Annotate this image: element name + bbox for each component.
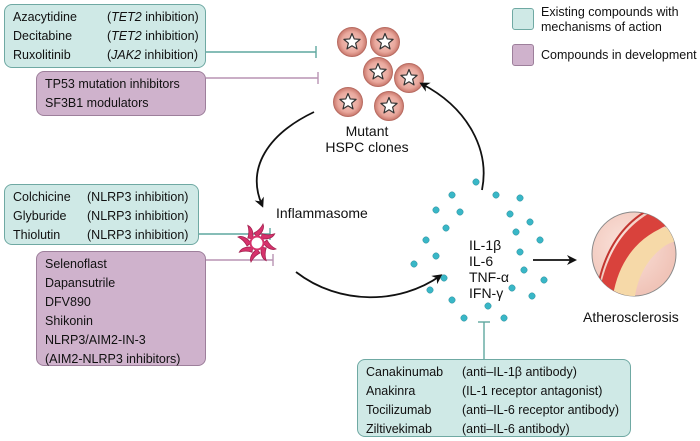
inflammasome-development-compounds-box: Selenoflast Dapansutrile DFV890 Shikonin…	[36, 251, 206, 366]
cytokine-il6: IL-6	[469, 253, 494, 269]
inflammasome-dev-item: DFV890	[45, 295, 91, 309]
hspc-compound-row: Ruxolitinib (JAK2 inhibition)	[13, 48, 199, 62]
hspc-compound-row: Azacytidine (TET2 inhibition)	[13, 10, 199, 24]
cytokine-dot	[460, 314, 468, 322]
hspc-cell	[374, 91, 404, 121]
inhibition-line-existing-cytokines	[478, 321, 490, 359]
cytokine-dot	[536, 236, 544, 244]
cytokine-dot	[516, 248, 524, 256]
cytokine-dot	[432, 252, 440, 260]
inflammasome-icon	[237, 223, 277, 263]
hspc-cell	[337, 27, 367, 57]
hspc-cell	[370, 27, 400, 57]
cytokine-dot	[506, 210, 514, 218]
legend-label-existing: Existing compounds with mechanisms of ac…	[541, 5, 679, 34]
cytokine-compound-row: Canakinumab (anti–IL-1β antibody)	[366, 365, 577, 379]
cytokine-compound-row: Ziltivekimab (anti–IL-6 antibody)	[366, 422, 570, 436]
inflammasome-dev-item: Shikonin	[45, 314, 93, 328]
cytokine-il1b: IL-1β	[469, 237, 502, 253]
inflammasome-dev-item: Dapansutrile	[45, 276, 116, 290]
cytokine-dot	[500, 314, 508, 322]
inflammasome-label: Inflammasome	[276, 205, 368, 221]
cytokine-dot	[528, 292, 536, 300]
atherosclerosis-vessel-icon	[591, 211, 677, 297]
cytokine-dot	[512, 228, 520, 236]
cytokine-dot	[520, 266, 528, 274]
inflammasome-compound-row: Thiolutin (NLRP3 inhibition)	[13, 228, 189, 242]
hspc-compound-row: Decitabine (TET2 inhibition)	[13, 29, 199, 43]
hspc-cell	[394, 63, 424, 93]
inhibition-line-existing-hspc	[206, 46, 317, 58]
atherosclerosis-label: Atherosclerosis	[583, 309, 679, 325]
cytokine-dot	[526, 218, 534, 226]
inflammasome-compound-row: Glyburide (NLRP3 inhibition)	[13, 209, 189, 223]
cytokine-compound-row: Anakinra (IL-1 receptor antagonist)	[366, 384, 603, 398]
cytokine-tnfa: TNF-α	[469, 269, 509, 285]
cytokine-dot	[492, 191, 500, 199]
cytokine-dot	[448, 296, 456, 304]
cytokine-compound-row: Tocilizumab (anti–IL-6 receptor antibody…	[366, 403, 620, 417]
arrow-hspc-to-inflammasome	[254, 111, 315, 208]
cytokine-existing-compounds-box: Canakinumab (anti–IL-1β antibody) Anakin…	[357, 359, 631, 437]
hspc-cells-cluster	[333, 27, 424, 121]
cytokine-dot	[440, 274, 448, 282]
hspc-dev-item: SF3B1 modulators	[45, 96, 149, 110]
hspc-clones-label: Mutant HSPC clones	[325, 123, 409, 155]
cytokine-dot	[422, 236, 430, 244]
cytokine-dot	[508, 284, 516, 292]
cytokine-dot	[442, 224, 450, 232]
legend-swatch-existing	[512, 8, 534, 30]
inhibition-line-development-inflammasome	[199, 254, 274, 266]
legend-swatch-development	[512, 44, 534, 66]
inhibition-line-development-hspc	[206, 72, 319, 84]
cytokine-dot	[410, 260, 418, 268]
hspc-existing-compounds-box: Azacytidine (TET2 inhibition) Decitabine…	[4, 4, 206, 68]
hspc-dev-item: TP53 mutation inhibitors	[45, 77, 180, 91]
arrow-inflammasome-to-cytokines	[295, 271, 443, 299]
cytokine-dots	[410, 178, 548, 322]
cytokine-dot	[456, 208, 464, 216]
inflammasome-existing-compounds-box: Colchicine (NLRP3 inhibition) Glyburide …	[4, 184, 199, 245]
cytokine-dot	[432, 206, 440, 214]
hspc-cell	[363, 57, 393, 87]
arrow-cytokines-to-hspc	[419, 82, 485, 191]
cytokine-ifng: IFN-γ	[469, 285, 504, 301]
hspc-cell	[333, 87, 363, 117]
cytokine-dot	[484, 302, 492, 310]
inflammasome-dev-item: Selenoflast	[45, 257, 107, 271]
cytokine-list: IL-1β IL-6 TNF-α IFN-γ	[469, 237, 509, 301]
cytokine-dot	[426, 286, 434, 294]
cytokine-dot	[448, 191, 456, 199]
inflammasome-compound-row: Colchicine (NLRP3 inhibition)	[13, 190, 189, 204]
inflammasome-dev-item: (AIM2-NLRP3 inhibitors)	[45, 352, 181, 366]
cytokine-dot	[472, 178, 480, 186]
legend-label-development: Compounds in development	[541, 48, 697, 62]
inflammasome-dev-item: NLRP3/AIM2-IN-3	[45, 333, 146, 347]
hspc-development-compounds-box: TP53 mutation inhibitors SF3B1 modulator…	[36, 71, 206, 116]
cytokine-dot	[516, 194, 524, 202]
cytokine-dot	[540, 276, 548, 284]
